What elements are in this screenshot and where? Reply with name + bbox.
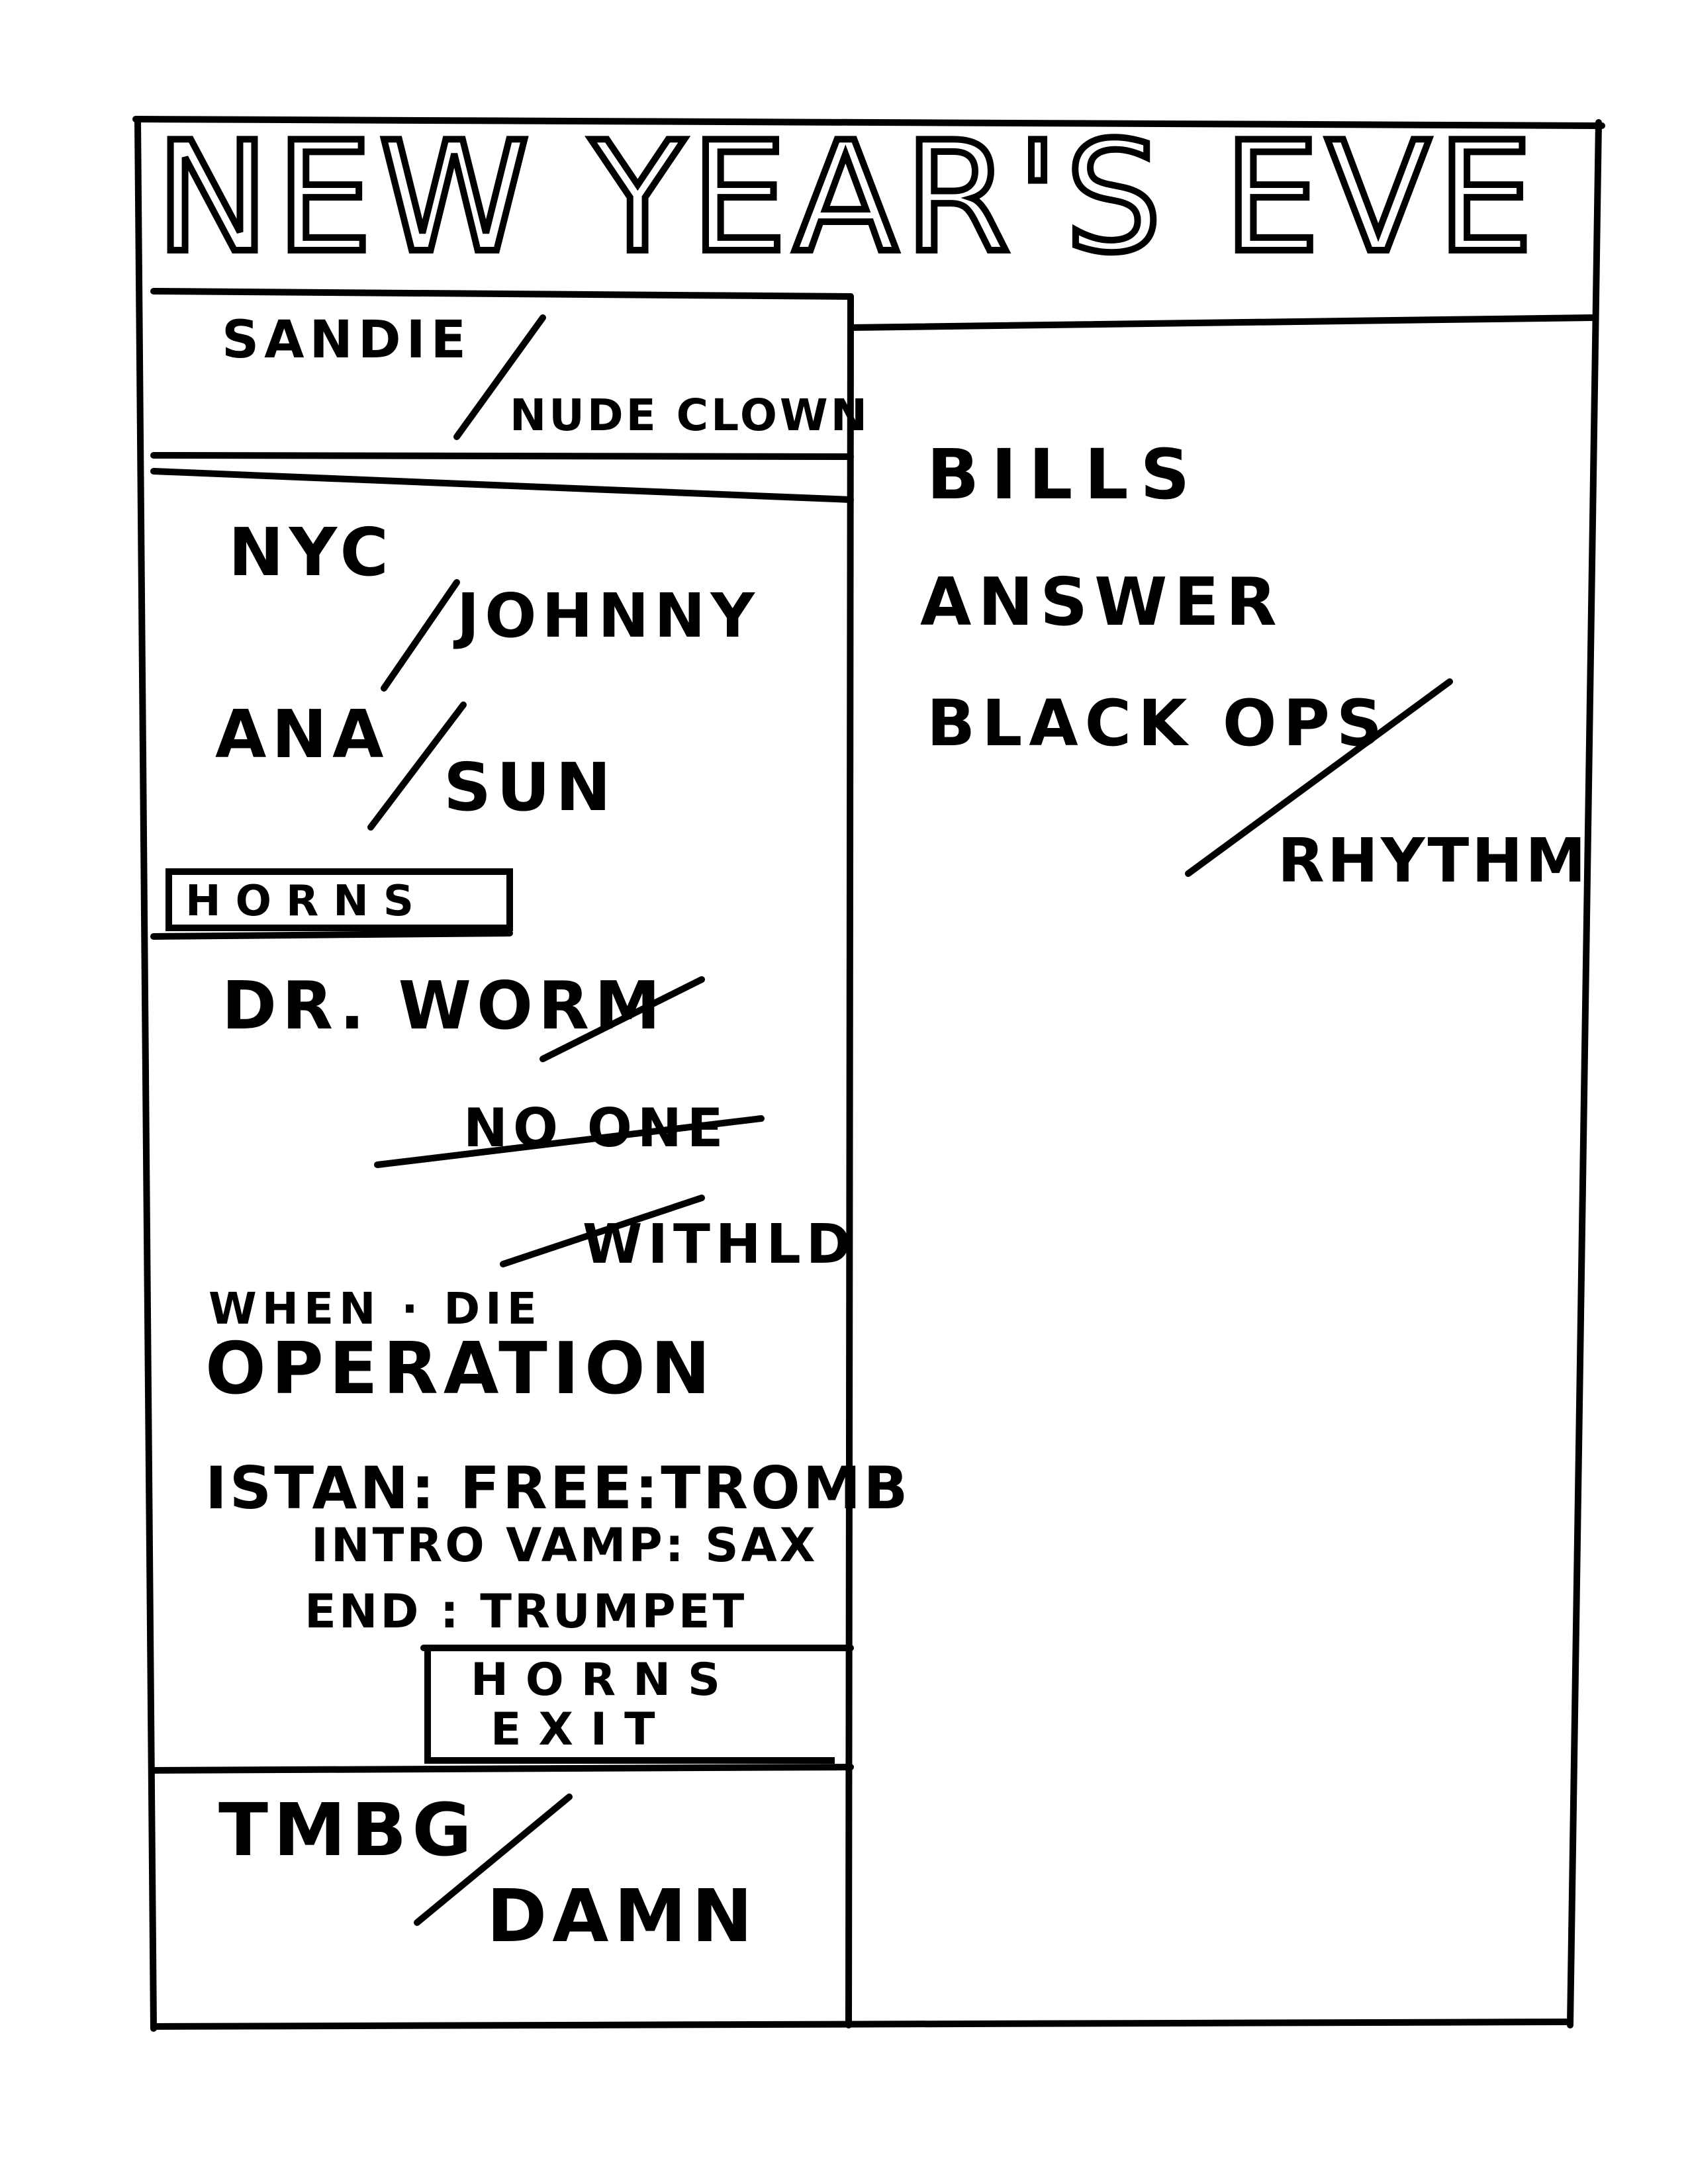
setlist-item: DR. WORM [222,967,666,1044]
setlist-item: NO ONE [463,1097,729,1159]
setlist-item: ANSWER [920,563,1284,641]
note-line: END : TRUMPET [305,1584,747,1639]
horns-label-box: HORNS [165,868,513,931]
horns-label: HORNS [185,877,428,926]
segue-item: NUDE CLOWN [510,390,870,441]
note-line: INTRO VAMP: SAX [311,1518,818,1572]
setlist-item: SANDIE [222,310,471,370]
horns-exit-box: HORNS EXIT [424,1651,835,1764]
setlist-item: BILLS [927,434,1202,515]
segue-item: JOHNNY [457,580,761,651]
segue-item: RHYTHM [1278,825,1589,896]
setlist-item: NYC [228,514,394,591]
horns-exit-label: EXIT [491,1704,673,1756]
setlist-item: OPERATION [205,1328,716,1410]
setlist-item: WHEN · DIE [209,1283,542,1334]
setlist-item: WITHLD [583,1213,857,1276]
setlist-item: TMBG [218,1788,477,1872]
setlist-item: BLACK OPS [927,686,1389,760]
segue-item: SUN [444,749,616,826]
setlist-item: ANA [215,696,389,773]
page-title: NEW YEAR'S EVE [152,110,1540,287]
horns-exit-label: HORNS [471,1654,737,1706]
note-line: ISTAN: FREE:TROMB [205,1454,911,1522]
segue-item: DAMN [487,1874,758,1958]
